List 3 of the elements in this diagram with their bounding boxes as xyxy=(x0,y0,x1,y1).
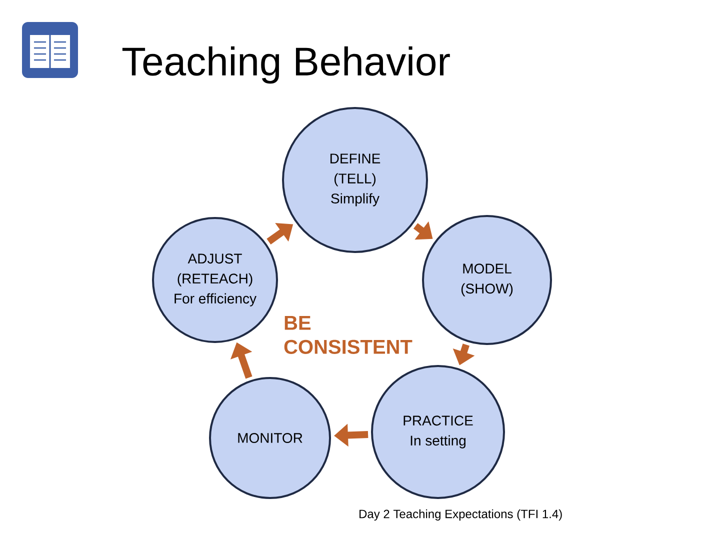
title: Teaching Behavior xyxy=(122,46,450,84)
center-text: BE CONSISTENT xyxy=(284,316,412,354)
footer-text: Day 2 Teaching Expectations (TFI 1.4) xyxy=(360,509,562,521)
